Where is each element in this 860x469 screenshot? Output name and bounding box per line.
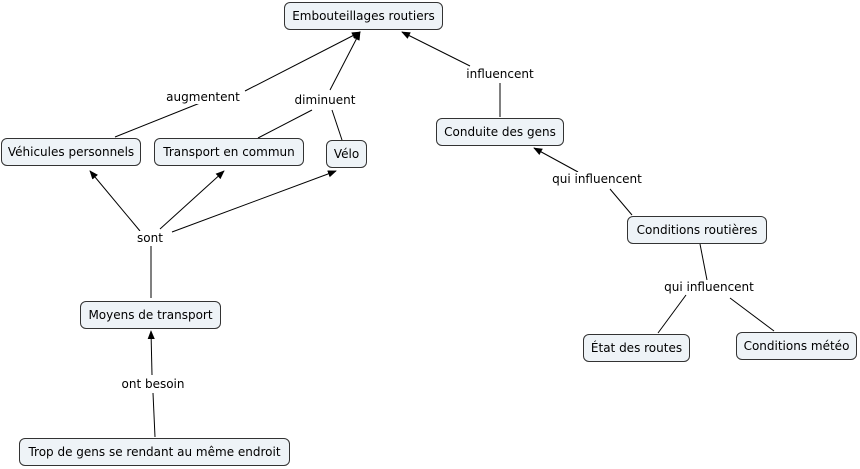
connector-trop-ont-besoin <box>152 392 156 438</box>
node-conduite-des-gens[interactable]: Conduite des gens <box>436 118 564 146</box>
arrow-sont-velo <box>171 170 337 233</box>
node-velo[interactable]: Vélo <box>326 140 367 168</box>
connector-velo-diminuent <box>331 109 343 141</box>
node-etat-des-routes[interactable]: État des routes <box>583 334 690 362</box>
link-label-influencent: influencent <box>464 67 536 81</box>
node-vehicules-personnels[interactable]: Véhicules personnels <box>1 138 141 166</box>
link-label-sont: sont <box>135 231 165 245</box>
arrow-ont-besoin-moyens <box>147 330 155 376</box>
arrow-influencent-embouteillages <box>401 31 471 67</box>
link-label-qui-influencent-2: qui influencent <box>662 280 756 294</box>
connector-transport-diminuent <box>257 109 313 139</box>
link-label-augmentent: augmentent <box>164 90 242 104</box>
connector-qui-influencent-meteo <box>729 297 775 332</box>
arrow-sont-transport <box>159 170 225 230</box>
link-label-ont-besoin: ont besoin <box>119 377 187 391</box>
link-label-diminuent: diminuent <box>292 93 358 107</box>
arrow-qui-influencent-conduite <box>533 147 579 173</box>
arrow-augmentent-embouteillages <box>244 31 361 92</box>
connector-vehicules-augmentent <box>114 102 201 138</box>
node-conditions-meteo[interactable]: Conditions météo <box>736 332 857 360</box>
connector-conditions-qui-influencent-1 <box>609 188 633 216</box>
node-moyens-de-transport[interactable]: Moyens de transport <box>80 301 221 329</box>
connector-conditions-qui-influencent-2 <box>699 243 708 281</box>
arrow-diminuent-embouteillages <box>329 31 361 91</box>
node-transport-en-commun[interactable]: Transport en commun <box>154 138 304 166</box>
arrow-sont-vehicules <box>89 170 141 232</box>
link-label-qui-influencent-1: qui influencent <box>550 172 644 186</box>
node-conditions-routieres[interactable]: Conditions routières <box>627 216 767 244</box>
node-embouteillages-routiers[interactable]: Embouteillages routiers <box>284 2 443 30</box>
node-trop-de-gens[interactable]: Trop de gens se rendant au même endroit <box>19 438 290 466</box>
connector-qui-influencent-etat <box>657 294 687 334</box>
